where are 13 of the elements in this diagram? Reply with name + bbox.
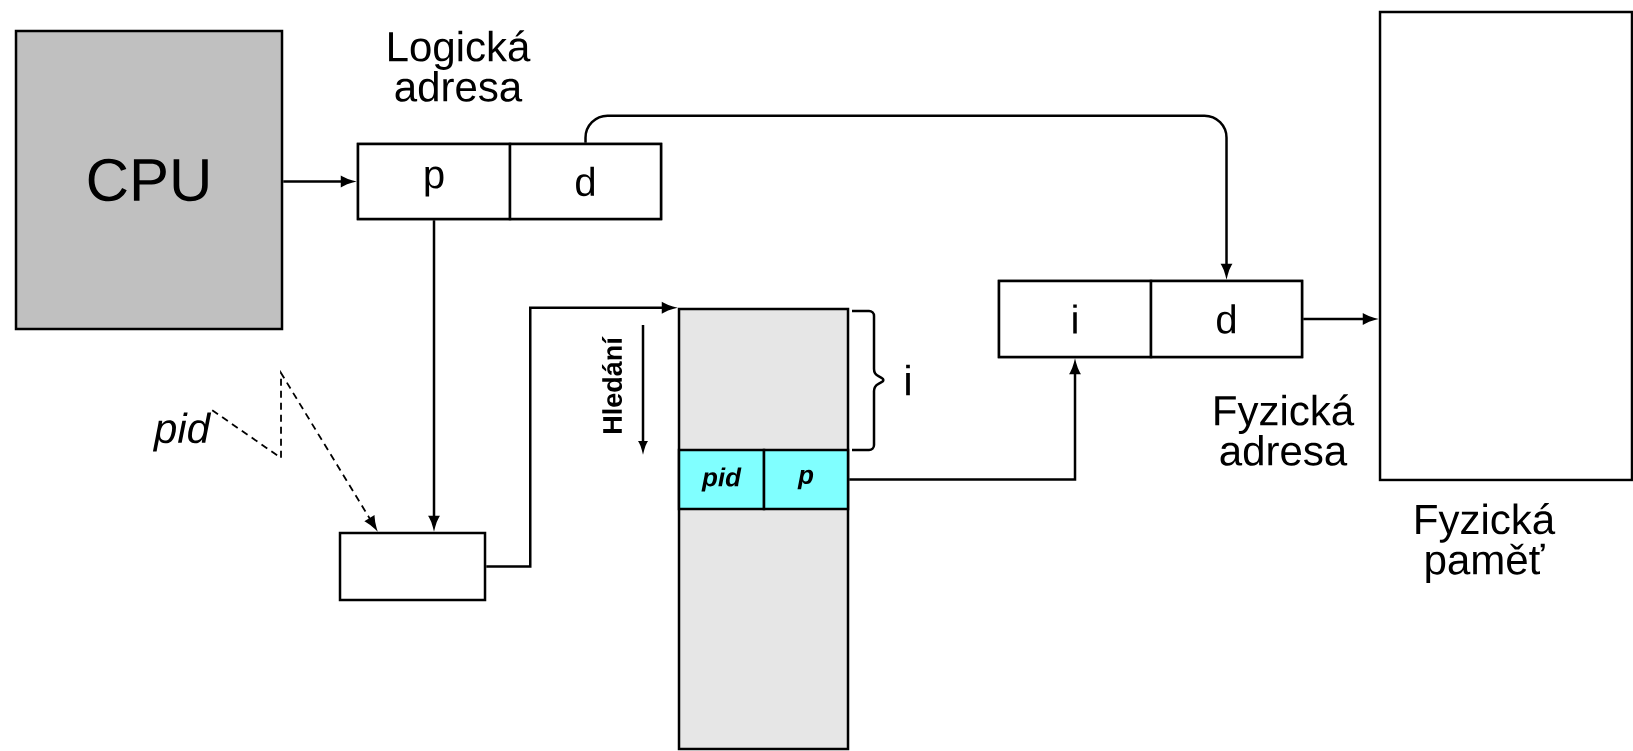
- table-cell: pid: [677, 448, 766, 511]
- register-field: i: [997, 279, 1153, 359]
- register-field: d: [1149, 279, 1304, 359]
- cpu-box: CPU: [14, 29, 284, 331]
- table-cell: p: [762, 448, 850, 511]
- pid-label: pid: [152, 412, 212, 452]
- heading: Fyzická adresa: [1215, 394, 1355, 466]
- register-field: p: [356, 142, 512, 221]
- brace-label: i: [906, 364, 910, 396]
- arrow: [211, 369, 377, 530]
- heading: Logická adresa: [389, 30, 531, 102]
- heading: Fyzická paměť: [1416, 503, 1556, 583]
- hash-box: [338, 531, 487, 602]
